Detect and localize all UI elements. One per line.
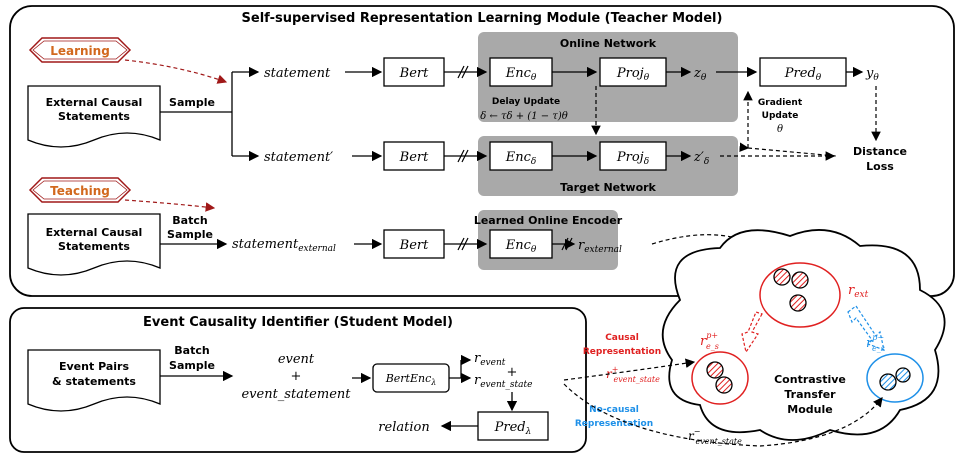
- learning-tag: [28, 37, 132, 63]
- statement-external-text: statementexternal: [232, 237, 336, 254]
- student-title: Event Causality Identifier (Student Mode…: [143, 315, 453, 330]
- pred-theta-label: Predθ: [784, 66, 822, 83]
- negative-cluster: [866, 353, 924, 403]
- proj-delta-label: Projδ: [616, 150, 649, 167]
- delay-update-label: Delay Update: [492, 97, 560, 107]
- y-theta: yθ: [865, 66, 879, 83]
- proj-delta-box: [599, 141, 667, 171]
- doc2-line2: Statements: [58, 240, 130, 253]
- event-statement-text: event_statement: [241, 387, 351, 402]
- learning-label: Learning: [50, 44, 110, 58]
- enc-theta-learned-label: Encθ: [505, 238, 537, 255]
- enc-theta-label: Encθ: [505, 66, 537, 83]
- student-batch-2: Sample: [169, 359, 215, 372]
- student-panel: [9, 307, 587, 453]
- z-theta: zθ: [693, 66, 707, 83]
- gradient-theta: θ: [777, 124, 783, 135]
- external-causal-statements-doc-2: [27, 213, 161, 276]
- event-pairs-doc: [27, 349, 161, 412]
- proj-theta-label: Projθ: [616, 66, 650, 83]
- learned-encoder-label: Learned Online Encoder: [474, 214, 623, 227]
- r-external: rexternal: [578, 238, 622, 255]
- r-event: revent: [474, 351, 506, 368]
- event-doc-line2: & statements: [52, 375, 136, 388]
- external-causal-statements-doc-1: [27, 85, 161, 148]
- r-ext-cluster: [759, 262, 841, 328]
- bert-label-2: Bert: [399, 150, 429, 165]
- distance-loss-1: Distance: [853, 145, 907, 158]
- student-batch-1: Batch: [174, 344, 209, 357]
- plus-sign: +: [291, 369, 302, 384]
- enc-delta-label: Encδ: [505, 150, 537, 167]
- teaching-label: Teaching: [50, 184, 110, 198]
- ext-point-2: [791, 271, 809, 289]
- enc-theta-box: [489, 57, 553, 87]
- pos-point-1: [706, 361, 724, 379]
- batch-sample-1: Batch: [172, 214, 207, 227]
- module-label-3: Module: [787, 403, 832, 416]
- online-network-label: Online Network: [560, 37, 657, 50]
- enc-delta-box: [489, 141, 553, 171]
- r-event-state-plus: r+event_state: [606, 365, 660, 384]
- doc1-line2: Statements: [58, 110, 130, 123]
- bert-label-1: Bert: [399, 66, 429, 81]
- plus-sign-2: +: [507, 365, 518, 380]
- event-text: event: [278, 352, 315, 367]
- teaching-tag: [28, 177, 132, 203]
- delay-formula: δ ← τδ + (1 − τ)θ: [480, 111, 568, 122]
- push-arrow: [847, 305, 885, 351]
- gradient-label-2: Update: [762, 111, 799, 121]
- statement-text: statement: [264, 66, 331, 81]
- neg-point-2: [895, 367, 911, 383]
- target-network-label: Target Network: [560, 181, 656, 194]
- statement-prime-text: statement′: [264, 150, 333, 165]
- distance-loss-2: Loss: [866, 160, 894, 173]
- module-label-2: Transfer: [784, 388, 836, 401]
- bert-box-3: [383, 229, 445, 259]
- doc1-line1: External Causal: [46, 96, 143, 109]
- nocausal-label-2: Representation: [575, 419, 653, 429]
- enc-theta-box-learned: [489, 229, 553, 259]
- pos-point-2: [715, 376, 733, 394]
- positive-cluster: [691, 351, 749, 405]
- proj-theta-box: [599, 57, 667, 87]
- ext-point-1: [773, 268, 791, 286]
- nocausal-label-1: No-causal: [589, 405, 639, 415]
- gradient-label-1: Gradient: [758, 98, 803, 108]
- teacher-panel: [9, 5, 955, 297]
- pred-lambda-box: [477, 411, 549, 441]
- neg-point-1: [879, 373, 897, 391]
- bert-box-2: [383, 141, 445, 171]
- bert-label-3: Bert: [399, 238, 429, 253]
- teacher-title: Self-supervised Representation Learning …: [242, 11, 723, 26]
- sample-label: Sample: [169, 96, 215, 109]
- r-event-state-minus: r−event_state: [688, 427, 742, 446]
- r-event-state: revent_state: [474, 373, 532, 390]
- causal-label-1: Causal: [605, 333, 639, 343]
- event-doc-line1: Event Pairs: [59, 360, 129, 373]
- module-label-1: Contrastive: [774, 373, 846, 386]
- z-delta-prime: z′δ: [693, 150, 709, 167]
- pull-arrow: [741, 311, 763, 354]
- pred-lambda-label: Predλ: [494, 420, 532, 437]
- bertenc-label: BertEncλ: [385, 372, 437, 387]
- r-es-plus: rp+e_s: [700, 331, 719, 351]
- batch-sample-2: Sample: [167, 228, 213, 241]
- relation-text: relation: [378, 420, 429, 435]
- pred-theta-box: [759, 57, 847, 87]
- r-ext-label: rext: [848, 283, 869, 300]
- contrastive-transfer-cloud: [661, 229, 946, 441]
- causal-label-2: Representation: [583, 347, 661, 357]
- doc2-line1: External Causal: [46, 226, 143, 239]
- ext-point-3: [789, 294, 807, 312]
